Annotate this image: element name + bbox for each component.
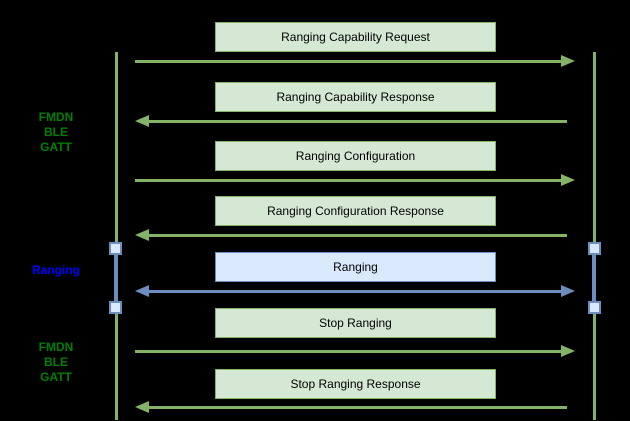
- lifeline-right: [593, 52, 596, 420]
- arrow-shaft: [135, 350, 565, 353]
- activation-endpoint-top-left: [109, 242, 122, 255]
- arrow-shaft: [145, 234, 567, 237]
- message-label: Ranging Capability Request: [281, 30, 430, 44]
- message-box-ranging: Ranging: [215, 252, 496, 282]
- arrowhead-left-icon: [135, 115, 149, 127]
- message-box-ranging-configuration: Ranging Configuration: [215, 141, 496, 171]
- arrow-shaft: [145, 120, 567, 123]
- arrowhead-right-icon: [561, 285, 575, 297]
- arrow-ranging-bidirectional: [135, 285, 575, 298]
- message-label: Stop Ranging: [319, 316, 392, 330]
- arrow-ranging-configuration: [135, 174, 575, 187]
- activation-endpoint-bottom-right: [588, 301, 601, 314]
- lifeline-left: [115, 52, 118, 420]
- arrowhead-left-icon: [135, 285, 149, 297]
- message-box-ranging-capability-response: Ranging Capability Response: [215, 82, 496, 112]
- arrow-shaft: [135, 60, 565, 63]
- message-label: Ranging: [333, 260, 378, 274]
- message-label: Ranging Configuration: [295, 149, 416, 163]
- arrow-shaft: [145, 406, 567, 409]
- arrowhead-right-icon: [561, 345, 575, 357]
- message-label: Ranging Capability Response: [276, 90, 435, 104]
- arrow-shaft: [135, 179, 565, 182]
- section-label-fmdn-ble-gatt-top: FMDN BLE GATT: [38, 110, 74, 154]
- activation-endpoint-top-right: [588, 242, 601, 255]
- arrow-ranging-configuration-response: [135, 229, 575, 242]
- message-box-stop-ranging-response: Stop Ranging Response: [215, 369, 496, 399]
- arrow-stop-ranging-response: [135, 401, 575, 414]
- arrow-ranging-capability-request: [135, 55, 575, 68]
- ranging-activation-segment-right: [592, 248, 596, 308]
- arrowhead-right-icon: [561, 55, 575, 67]
- activation-endpoint-bottom-left: [109, 301, 122, 314]
- arrowhead-left-icon: [135, 229, 149, 241]
- message-label: Stop Ranging Response: [290, 377, 421, 391]
- arrow-ranging-capability-response: [135, 115, 575, 128]
- section-label-fmdn-ble-gatt-bottom: FMDN BLE GATT: [38, 340, 74, 384]
- section-label-ranging: Ranging: [32, 263, 80, 277]
- message-label: Ranging Configuration Response: [267, 204, 444, 218]
- message-box-ranging-capability-request: Ranging Capability Request: [215, 22, 496, 52]
- ranging-activation-segment-left: [114, 248, 118, 308]
- arrow-stop-ranging: [135, 345, 575, 358]
- message-box-ranging-configuration-response: Ranging Configuration Response: [215, 196, 496, 226]
- message-box-stop-ranging: Stop Ranging: [215, 308, 496, 338]
- arrowhead-left-icon: [135, 401, 149, 413]
- arrowhead-right-icon: [561, 174, 575, 186]
- arrow-shaft: [145, 290, 565, 293]
